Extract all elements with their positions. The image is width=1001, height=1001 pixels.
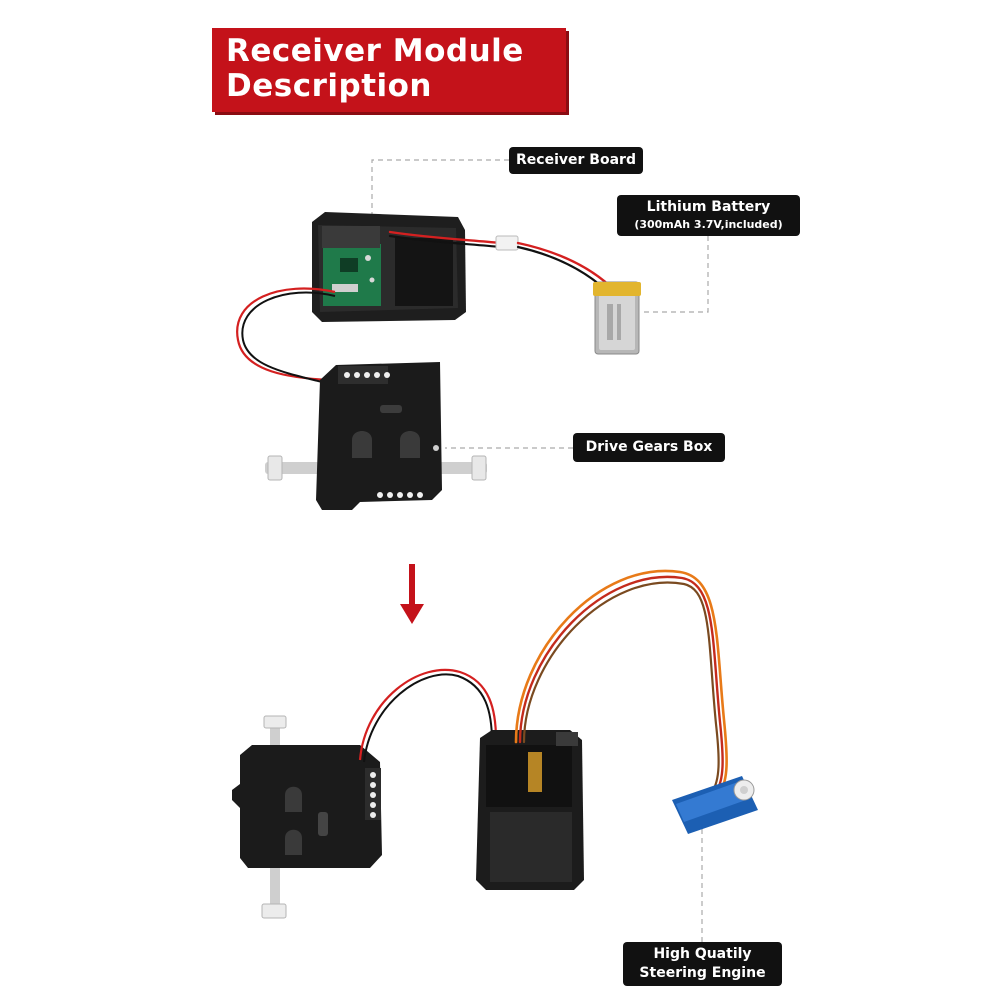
- steering-engine-label: High Quatily Steering Engine: [623, 942, 782, 986]
- receiver-board: [323, 244, 381, 306]
- down-arrow: [400, 564, 424, 624]
- gearbox-wires: [236, 287, 336, 385]
- lithium-battery: [593, 281, 641, 355]
- receiver-housing: [312, 212, 466, 322]
- drive-gears-box-bottom: [232, 715, 382, 919]
- title-line-2: Description: [226, 68, 433, 104]
- lithium-battery-text: Lithium Battery: [646, 199, 771, 215]
- drive-gears-box-text: Drive Gears Box: [585, 439, 713, 455]
- title-line-1: Receiver Module: [226, 33, 524, 69]
- battery-wires: [388, 230, 612, 292]
- lithium-battery-label: Lithium Battery (300mAh 3.7V,included): [617, 195, 800, 236]
- steering-engine: [672, 776, 758, 834]
- leader-lines: [371, 159, 709, 942]
- receiver-board-text: Receiver Board: [516, 152, 636, 168]
- receiver-board-label: Receiver Board: [509, 147, 643, 174]
- title-banner: Receiver Module Description: [212, 28, 566, 112]
- steering-line-2: Steering Engine: [639, 965, 766, 981]
- receiver-module-bottom: [476, 730, 584, 890]
- steering-line-1: High Quatily: [653, 946, 752, 962]
- drive-gears-box-label: Drive Gears Box: [573, 433, 725, 462]
- drive-gears-box-top: [265, 362, 487, 510]
- leader-receiver: [371, 159, 509, 235]
- battery-spec-text: (300mAh 3.7V,included): [634, 218, 783, 231]
- servo-cable: [514, 569, 728, 794]
- leader-battery: [640, 236, 709, 313]
- bottom-red-black-wires: [358, 668, 498, 763]
